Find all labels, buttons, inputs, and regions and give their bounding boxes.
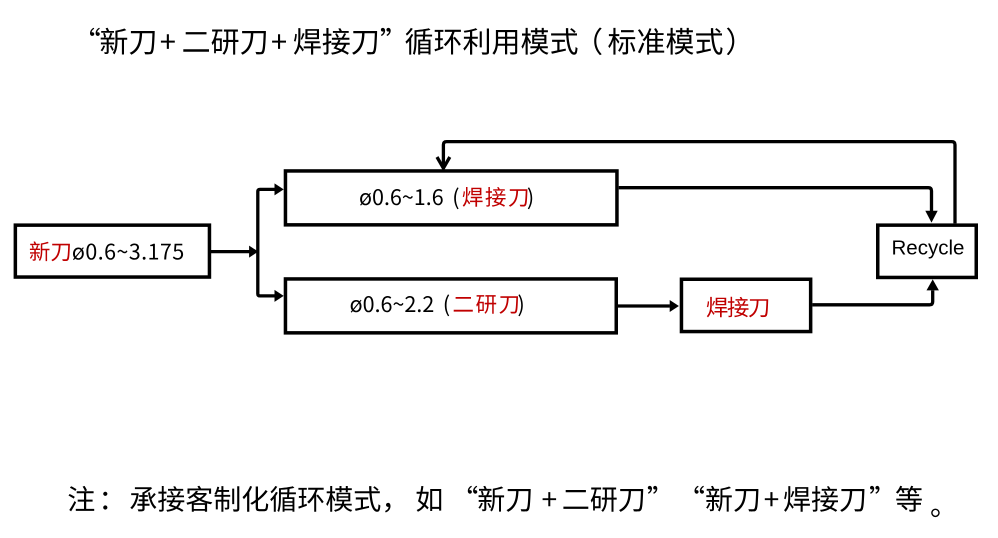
svg-text:Recycle: Recycle <box>892 236 965 259</box>
